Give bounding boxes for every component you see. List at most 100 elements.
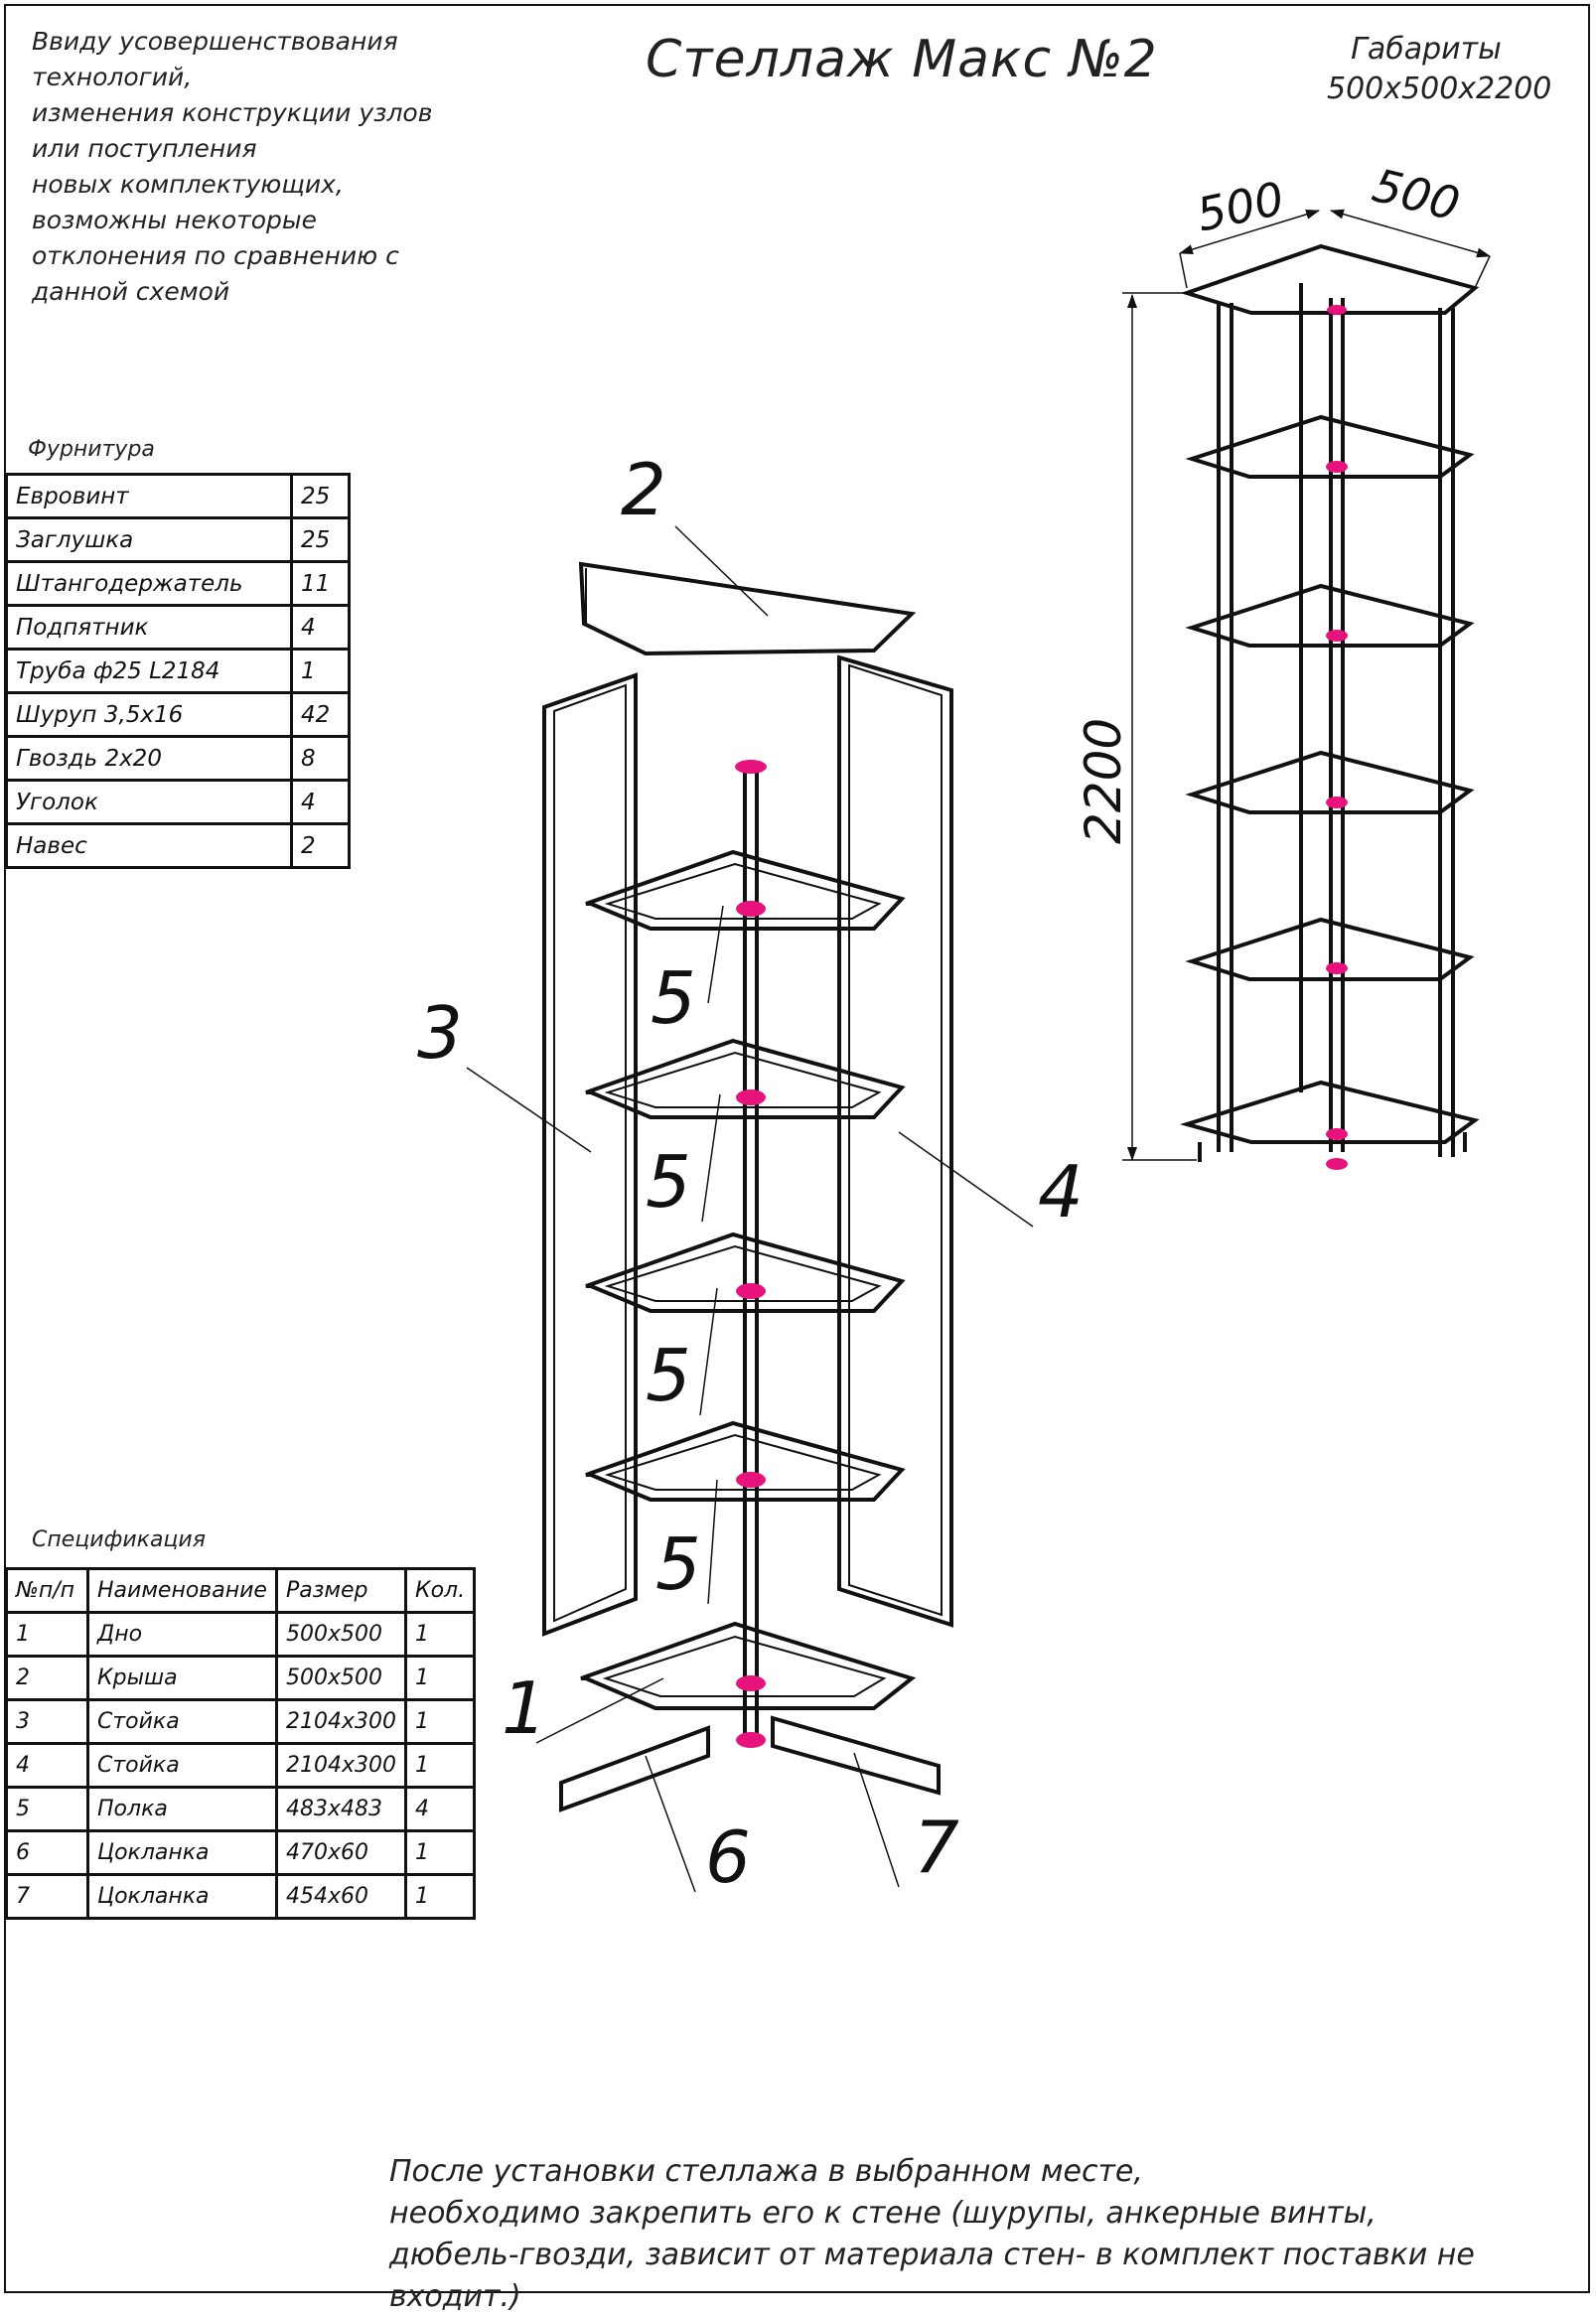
left-rack-panel bbox=[542, 672, 638, 1637]
spec-name: Крыша bbox=[86, 1655, 278, 1701]
furniture-item-name: Подпятник bbox=[5, 604, 293, 651]
spec-size: 483х483 bbox=[274, 1786, 407, 1832]
furniture-item-qty: 25 bbox=[290, 473, 351, 519]
exploded-shelves bbox=[585, 849, 906, 1502]
spec-qty: 1 bbox=[403, 1742, 477, 1789]
assembled-view bbox=[1179, 243, 1480, 1162]
label-part-6: 6 bbox=[705, 1815, 751, 1899]
spec-name: Полка bbox=[86, 1786, 278, 1832]
furniture-item-qty: 42 bbox=[290, 691, 351, 738]
spec-num: 7 bbox=[5, 1873, 89, 1920]
plinth-6 bbox=[559, 1725, 710, 1812]
furniture-item-qty: 11 bbox=[290, 560, 351, 607]
spec-qty: 1 bbox=[403, 1873, 477, 1920]
spec-name: Цокланка bbox=[86, 1829, 278, 1876]
label-part-5b: 5 bbox=[646, 1140, 691, 1224]
right-rack-panel bbox=[837, 654, 953, 1628]
assembled-holders bbox=[1326, 305, 1348, 1170]
spec-qty: 1 bbox=[403, 1698, 477, 1745]
spec-name: Дно bbox=[86, 1611, 278, 1658]
label-part-5d: 5 bbox=[655, 1522, 701, 1606]
shelf-5b bbox=[585, 1038, 906, 1119]
shelf-5c bbox=[585, 1231, 906, 1313]
spec-num: 2 bbox=[5, 1655, 89, 1701]
furniture-caption: Фурнитура bbox=[28, 437, 155, 462]
note-line: новых комплектующих, возможны некоторые bbox=[32, 170, 344, 234]
furniture-item-qty: 4 bbox=[290, 604, 351, 651]
footnote-line: После установки стеллажа в выбранном мес… bbox=[389, 2154, 1143, 2189]
furniture-item-qty: 2 bbox=[290, 822, 351, 869]
note-line: изменения конструкции узлов или поступле… bbox=[32, 98, 433, 163]
spec-qty: 1 bbox=[403, 1829, 477, 1876]
installation-footnote: После установки стеллажа в выбранном мес… bbox=[389, 2151, 1502, 2318]
furniture-item-name: Гвоздь 2х20 bbox=[5, 735, 293, 782]
dimension-500-right: 500 bbox=[1368, 158, 1465, 231]
spec-num: 5 bbox=[5, 1786, 89, 1832]
spec-name: Стойка bbox=[86, 1698, 278, 1745]
spec-num: 6 bbox=[5, 1829, 89, 1876]
label-part-7: 7 bbox=[914, 1806, 959, 1889]
spec-header-size: Размер bbox=[274, 1567, 407, 1614]
shelf-5a bbox=[585, 849, 906, 931]
note-line: отклонения по сравнению с данной схемой bbox=[32, 241, 399, 306]
label-part-3: 3 bbox=[417, 991, 463, 1075]
spec-num: 1 bbox=[5, 1611, 89, 1658]
label-part-5a: 5 bbox=[651, 956, 696, 1040]
footnote-line: дюбель-гвозди, зависит от материала стен… bbox=[389, 2238, 1475, 2314]
bottom-panel bbox=[580, 1621, 917, 1710]
note-line: Ввиду усовершенствования технологий, bbox=[32, 27, 398, 91]
furniture-item-name: Уголок bbox=[5, 779, 293, 825]
furniture-item-name: Заглушка bbox=[5, 516, 293, 563]
label-part-5c: 5 bbox=[646, 1334, 691, 1417]
spec-header-qty: Кол. bbox=[403, 1567, 477, 1614]
furniture-item-qty: 4 bbox=[290, 779, 351, 825]
overall-dimensions: Габариты 500х500х2200 bbox=[1327, 30, 1552, 109]
diagram-labels: 500 500 2200 2 3 4 5 5 5 5 1 6 7 bbox=[417, 158, 1465, 1899]
shelf-holders bbox=[735, 760, 767, 1748]
spec-header-row: №п/п Наименование Размер Кол. bbox=[5, 1567, 477, 1614]
spec-qty: 1 bbox=[403, 1655, 477, 1701]
furniture-item-qty: 8 bbox=[290, 735, 351, 782]
label-part-4: 4 bbox=[1038, 1150, 1084, 1233]
dimensions-label: Габариты bbox=[1351, 32, 1502, 67]
spec-header-name: Наименование bbox=[86, 1567, 278, 1614]
spec-qty: 4 bbox=[403, 1786, 477, 1832]
exploded-view bbox=[542, 561, 953, 1812]
spec-qty: 1 bbox=[403, 1611, 477, 1658]
label-part-1: 1 bbox=[502, 1666, 547, 1750]
furniture-item-name: Евровинт bbox=[5, 473, 293, 519]
dimensions-value: 500х500х2200 bbox=[1327, 72, 1552, 106]
spec-name: Цокланка bbox=[86, 1873, 278, 1920]
dimension-lines bbox=[1122, 209, 1491, 1161]
drawing-frame bbox=[4, 4, 1590, 2293]
dimension-500-left: 500 bbox=[1192, 171, 1288, 241]
spec-num: 3 bbox=[5, 1698, 89, 1745]
spec-size: 2104х300 bbox=[274, 1742, 407, 1789]
shelf-5d bbox=[585, 1420, 906, 1502]
spec-size: 500х500 bbox=[274, 1611, 407, 1658]
plinth-7 bbox=[771, 1715, 941, 1796]
spec-size: 454х60 bbox=[274, 1873, 407, 1920]
page-title: Стеллаж Макс №2 bbox=[646, 30, 1158, 89]
specification-caption: Спецификация bbox=[32, 1527, 206, 1552]
roof-panel bbox=[578, 561, 917, 656]
dimension-2200: 2200 bbox=[1075, 718, 1132, 844]
